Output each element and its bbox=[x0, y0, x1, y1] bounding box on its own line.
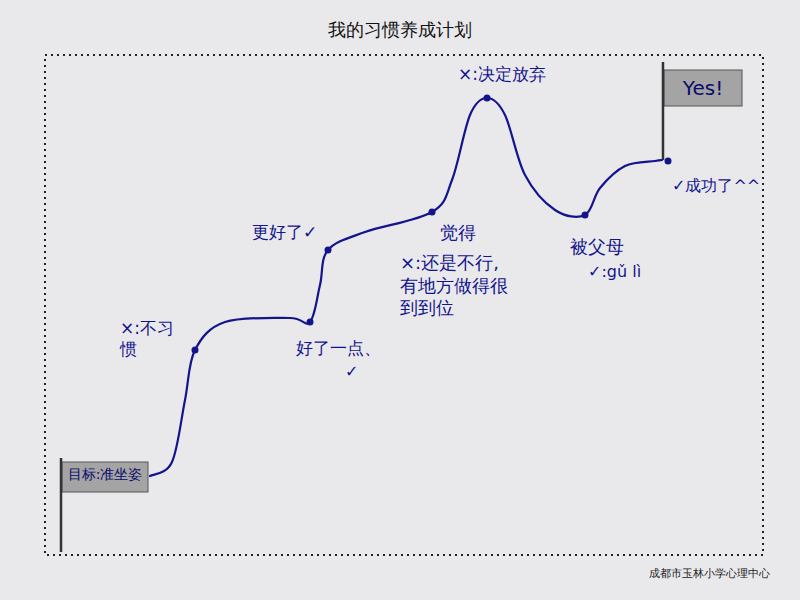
annotation: ✓ bbox=[345, 362, 358, 382]
flag-cloth bbox=[62, 462, 148, 492]
annotation: 好了一点、 bbox=[296, 338, 381, 359]
flag-text: Yes! bbox=[664, 76, 742, 100]
caption: 成都市玉林小学心理中心 bbox=[649, 566, 770, 581]
dotted-border bbox=[45, 55, 763, 555]
flag-node: Yes! bbox=[660, 62, 744, 160]
flag-pole bbox=[662, 62, 665, 160]
annotation: 更好了✓ bbox=[252, 222, 317, 243]
flag-cloth bbox=[664, 70, 742, 106]
progress-curve bbox=[150, 98, 662, 476]
annotation: ×:不习惯 bbox=[120, 318, 182, 361]
flag-pole bbox=[60, 458, 63, 552]
annotation: ✓:gǔ lì bbox=[588, 262, 641, 282]
annotation: ×:决定放弃 bbox=[458, 64, 546, 85]
flag-node: 目标:准坐姿 bbox=[58, 458, 150, 552]
milestone-dots bbox=[192, 95, 672, 354]
diagram-title: 我的习惯养成计划 bbox=[0, 18, 800, 42]
annotation: ×:还是不行,有地方做得很到到位 bbox=[400, 252, 512, 320]
annotation: 被父母 bbox=[570, 236, 624, 259]
annotation: ✓成功了^^ bbox=[672, 176, 760, 196]
flag-text: 目标:准坐姿 bbox=[65, 466, 145, 483]
annotation: 觉得 bbox=[440, 222, 476, 245]
